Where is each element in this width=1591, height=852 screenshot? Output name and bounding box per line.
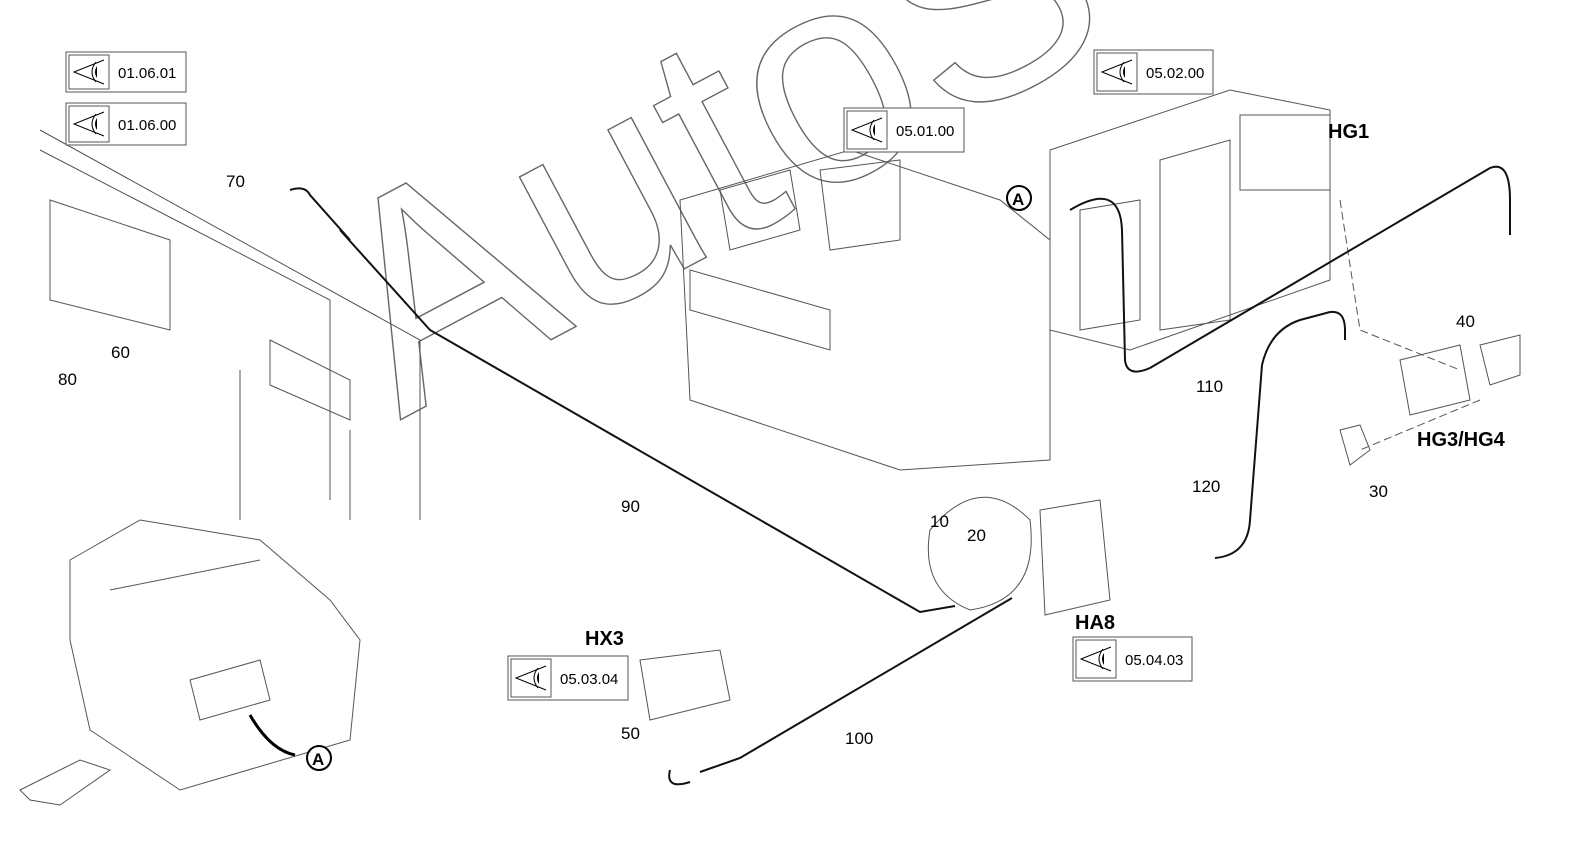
hose-100[interactable]: [699, 597, 1013, 773]
part-50[interactable]: 50: [621, 724, 640, 743]
reference-box-05-01-00[interactable]: 05.01.00: [843, 107, 965, 153]
part-100[interactable]: 100: [845, 729, 873, 748]
eye-view-icon: [72, 111, 105, 137]
reference-box-05-02-00[interactable]: 05.02.00: [1093, 49, 1214, 95]
component-ha8[interactable]: HA8: [1075, 612, 1115, 634]
reference-code: 05.02.00: [1146, 65, 1204, 82]
part-40[interactable]: 40: [1456, 312, 1475, 331]
eye-view-icon: [850, 117, 883, 143]
part-10[interactable]: 10: [930, 512, 949, 531]
reference-box-05-04-03[interactable]: 05.04.03: [1072, 636, 1193, 682]
reference-code: 05.04.03: [1125, 652, 1183, 669]
marker-label: A: [1012, 190, 1024, 209]
reference-code: 01.06.00: [118, 117, 176, 134]
eye-view-icon: [1079, 646, 1112, 672]
watermark: AutoS: [272, 0, 1153, 477]
hose-110[interactable]: [1069, 165, 1511, 373]
eye-view-icon: [1100, 59, 1133, 85]
hose-120[interactable]: [1214, 310, 1346, 559]
component-hg3-hg4[interactable]: HG3/HG4: [1417, 429, 1506, 451]
component-hg1[interactable]: HG1: [1328, 121, 1369, 143]
reference-code: 05.03.04: [560, 671, 618, 688]
part-80[interactable]: 80: [58, 370, 77, 389]
hose-90[interactable]: [339, 229, 956, 614]
marker-label: A: [312, 750, 324, 769]
reference-box-05-03-04[interactable]: 05.03.04: [507, 655, 629, 701]
eye-view-icon: [514, 665, 547, 691]
part-20[interactable]: 20: [967, 526, 986, 545]
reference-code: 05.01.00: [896, 123, 954, 140]
part-70[interactable]: 70: [226, 172, 245, 191]
frame-drawing: [19, 89, 1521, 806]
part-110[interactable]: 110: [1196, 377, 1223, 396]
reference-box-01-06-00[interactable]: 01.06.00: [65, 102, 187, 146]
hoses: [289, 165, 1511, 786]
detail-marker-a-bottom[interactable]: A: [306, 745, 332, 771]
part-90[interactable]: 90: [621, 497, 640, 516]
reference-boxes: 01.06.01 01.06.00 05.01.00 05.02.00 05.0…: [65, 49, 1214, 701]
svg-text:AutoS: AutoS: [272, 0, 1151, 477]
reference-box-01-06-01[interactable]: 01.06.01: [65, 51, 187, 93]
part-30[interactable]: 30: [1369, 482, 1388, 501]
detail-marker-a-top[interactable]: A: [1006, 185, 1032, 211]
eye-view-icon: [72, 59, 105, 85]
component-hx3[interactable]: HX3: [585, 628, 624, 650]
reference-code: 01.06.01: [118, 65, 176, 82]
part-labels: 70 80 60 90 10 20 100 50 110 120 30 40 H…: [58, 121, 1506, 748]
part-60[interactable]: 60: [111, 343, 130, 362]
part-120[interactable]: 120: [1192, 477, 1220, 496]
